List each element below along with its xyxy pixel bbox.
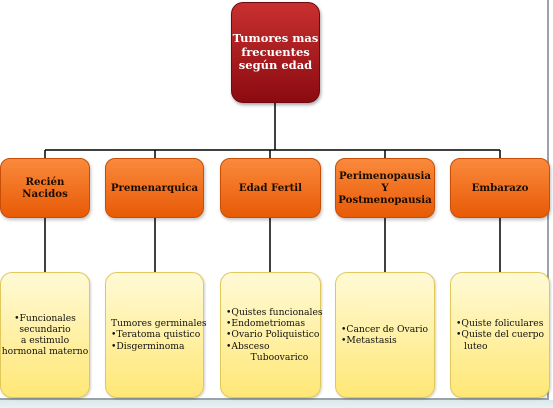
category-node-embarazo: Embarazo: [450, 158, 550, 218]
leaf-item: hormonal materno: [1, 346, 89, 358]
category-node-edad-fertil: Edad Fertil: [220, 158, 321, 218]
leaf-item: •Teratoma quistico: [111, 329, 201, 341]
bottom-strip: [0, 400, 553, 408]
leaf-item: •Disgerminoma: [111, 340, 185, 352]
root-line-2: frecuentes: [241, 44, 310, 59]
leaf-item: •Cancer de Ovario: [341, 323, 429, 335]
category-label-line: Y: [381, 181, 389, 194]
root-line-1: Tumores mas: [232, 30, 319, 45]
category-label-line: Premenarquica: [110, 181, 199, 194]
leaf-item: Tuboovarico: [250, 351, 309, 363]
category-label-line: Recién: [25, 175, 65, 188]
leaf-item: Tumores germinales: [111, 318, 207, 330]
leaf-node-edad-fertil: •Quistes funcionales •Endometriomas •Ova…: [220, 272, 323, 398]
leaf-node-embarazo: •Quiste foliculares •Quiste del cuerpo l…: [450, 272, 550, 398]
leaf-item: •Funcionales: [14, 312, 76, 324]
leaf-item: •Metastasis: [341, 335, 397, 346]
root-node: Tumores mas frecuentes según edad: [231, 2, 320, 103]
category-node-premenarquica: Premenarquica: [105, 158, 204, 218]
leaf-node-recien-nacidos: •Funcionales secundario a estimulo hormo…: [0, 272, 90, 398]
root-line-3: según edad: [238, 58, 313, 73]
leaf-item: a estimulo: [20, 335, 70, 346]
category-node-perimenopausia: Perimenopausia Y Postmenopausia: [335, 158, 435, 218]
leaf-item: •Ovario Poliquistico: [226, 329, 320, 341]
category-label-line: Postmenopausia: [338, 194, 432, 207]
category-label-line: Embarazo: [471, 181, 529, 194]
leaf-item: luteo: [464, 340, 488, 352]
category-label-line: Nacidos: [22, 188, 68, 200]
leaf-node-perimenopausia: •Cancer de Ovario •Metastasis: [335, 272, 435, 398]
leaf-item: •Quiste foliculares: [456, 318, 544, 330]
category-node-recien-nacidos: Recién Nacidos: [0, 158, 90, 218]
leaf-item: •Quistes funcionales: [226, 307, 323, 319]
category-label-line: Perimenopausia: [339, 169, 431, 182]
leaf-item: •Endometriomas: [226, 318, 306, 330]
leaf-item: secundario: [19, 323, 71, 335]
leaf-node-premenarquica: Tumores germinales •Teratoma quistico •D…: [105, 272, 207, 398]
leaf-item: •Quiste del cuerpo: [456, 329, 545, 341]
leaf-item: •Absceso: [226, 340, 270, 352]
category-label-line: Edad Fertil: [238, 181, 303, 194]
